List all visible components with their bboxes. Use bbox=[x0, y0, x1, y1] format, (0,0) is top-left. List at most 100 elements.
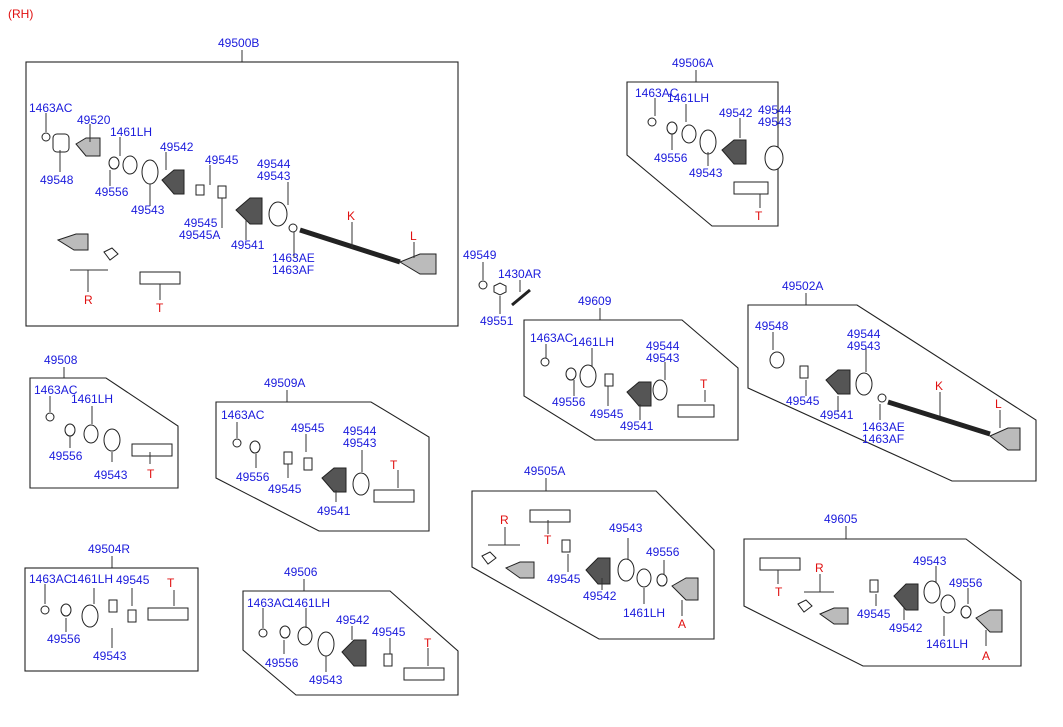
part-number-label[interactable]: 49543 bbox=[913, 554, 947, 568]
part-number-label[interactable]: 49545 bbox=[291, 421, 325, 435]
reference-letter[interactable]: T bbox=[156, 301, 164, 315]
part-number-label[interactable]: 49543 bbox=[93, 649, 127, 663]
part-number-label[interactable]: 49520 bbox=[77, 113, 111, 127]
part-number-label[interactable]: 1463AE bbox=[862, 420, 905, 434]
part-number-label[interactable]: 49543 bbox=[257, 169, 291, 183]
reference-letter[interactable]: T bbox=[167, 576, 175, 590]
part-number-label[interactable]: 1461LH bbox=[71, 572, 113, 586]
reference-letter[interactable]: A bbox=[678, 617, 686, 631]
part-number-label[interactable]: 49556 bbox=[552, 395, 586, 409]
part-number-label[interactable]: 49545 bbox=[590, 407, 624, 421]
part-number-label[interactable]: 49545 bbox=[116, 573, 150, 587]
part-number-label[interactable]: 49545 bbox=[205, 153, 239, 167]
part-number-label[interactable]: 49541 bbox=[231, 238, 265, 252]
part-number-label[interactable]: 49542 bbox=[583, 589, 617, 603]
part-number-label[interactable]: 1463AC bbox=[221, 408, 265, 422]
part-number-label[interactable]: 49542 bbox=[719, 106, 753, 120]
part-number-label[interactable]: 49543 bbox=[609, 521, 643, 535]
group-title[interactable]: 49504R bbox=[88, 542, 130, 556]
group-title[interactable]: 49505A bbox=[524, 464, 565, 478]
part-number-label[interactable]: 49542 bbox=[336, 613, 370, 627]
part-number-label[interactable]: 49543 bbox=[689, 166, 723, 180]
group-title[interactable]: 49506A bbox=[672, 56, 713, 70]
reference-letter[interactable]: T bbox=[147, 467, 155, 481]
part-number-label[interactable]: 49556 bbox=[49, 449, 83, 463]
reference-letter[interactable]: A bbox=[982, 649, 990, 663]
part-number-label[interactable]: 49545 bbox=[857, 607, 891, 621]
part-number-label[interactable]: 49542 bbox=[160, 140, 194, 154]
part-number-label[interactable]: 49548 bbox=[755, 319, 789, 333]
reference-letter[interactable]: L bbox=[410, 229, 417, 243]
part-number-label[interactable]: 49544 bbox=[257, 157, 291, 171]
reference-letter[interactable]: L bbox=[995, 397, 1002, 411]
part-number-label[interactable]: 1463AC bbox=[247, 596, 291, 610]
reference-letter[interactable]: R bbox=[500, 513, 509, 527]
part-number-label[interactable]: 1461LH bbox=[926, 637, 968, 651]
part-number-label[interactable]: 49551 bbox=[480, 314, 514, 328]
reference-letter[interactable]: K bbox=[935, 379, 943, 393]
part-number-label[interactable]: 49543 bbox=[309, 673, 343, 687]
group-title[interactable]: 49506 bbox=[284, 565, 318, 579]
part-number-label[interactable]: 49556 bbox=[949, 576, 983, 590]
part-number-label[interactable]: 49545 bbox=[372, 625, 406, 639]
part-number-label[interactable]: 49548 bbox=[40, 173, 74, 187]
part-number-label[interactable]: 1463AC bbox=[29, 572, 73, 586]
group-title[interactable]: 49508 bbox=[44, 353, 78, 367]
reference-letter[interactable]: T bbox=[700, 377, 708, 391]
part-number-label[interactable]: 49543 bbox=[758, 115, 792, 129]
part-number-label[interactable]: 49544 bbox=[758, 103, 792, 117]
reference-letter[interactable]: T bbox=[424, 636, 432, 650]
group-title[interactable]: 49509A bbox=[264, 376, 305, 390]
part-number-label[interactable]: 49549 bbox=[463, 248, 497, 262]
part-number-label[interactable]: 1463AC bbox=[530, 331, 574, 345]
part-number-label[interactable]: 49543 bbox=[131, 203, 165, 217]
part-number-label[interactable]: 49541 bbox=[620, 419, 654, 433]
part-number-label[interactable]: 49544 bbox=[646, 339, 680, 353]
part-number-label[interactable]: 1461LH bbox=[110, 125, 152, 139]
part-number-label[interactable]: 1461LH bbox=[623, 606, 665, 620]
reference-letter[interactable]: T bbox=[755, 209, 763, 223]
part-number-label[interactable]: 1461LH bbox=[667, 91, 709, 105]
group-title[interactable]: 49500B bbox=[218, 36, 259, 50]
part-number-label[interactable]: 49541 bbox=[820, 408, 854, 422]
part-number-label[interactable]: 1463AC bbox=[29, 101, 73, 115]
part-number-label[interactable]: 49556 bbox=[236, 470, 270, 484]
reference-letter[interactable]: R bbox=[84, 293, 93, 307]
part-number-label[interactable]: 1463AC bbox=[34, 383, 78, 397]
part-number-label[interactable]: 49543 bbox=[847, 339, 881, 353]
group-title[interactable]: 49609 bbox=[578, 294, 612, 308]
part-number-label[interactable]: 1463AF bbox=[862, 432, 904, 446]
part-number-label[interactable]: 49545 bbox=[268, 482, 302, 496]
part-number-label[interactable]: 49545 bbox=[786, 394, 820, 408]
part-number-label[interactable]: 1461LH bbox=[71, 392, 113, 406]
part-number-label[interactable]: 49545A bbox=[179, 228, 220, 242]
group-title[interactable]: 49502A bbox=[782, 279, 823, 293]
part-number-label[interactable]: 49556 bbox=[646, 545, 680, 559]
group-title[interactable]: 49605 bbox=[824, 512, 858, 526]
part-number-label[interactable]: 1461LH bbox=[288, 596, 330, 610]
part-number-label[interactable]: 49545 bbox=[184, 216, 218, 230]
part-number-label[interactable]: 49544 bbox=[847, 327, 881, 341]
part-number-label[interactable]: 1463AF bbox=[272, 263, 314, 277]
part-number-label[interactable]: 1463AE bbox=[272, 251, 315, 265]
part-number-label[interactable]: 49556 bbox=[265, 656, 299, 670]
part-number-label[interactable]: 49544 bbox=[343, 424, 377, 438]
part-number-label[interactable]: 49543 bbox=[94, 468, 128, 482]
part-number-label[interactable]: 49556 bbox=[47, 632, 81, 646]
part-number-label[interactable]: 1461LH bbox=[572, 335, 614, 349]
part-number-label[interactable]: 49545 bbox=[547, 572, 581, 586]
part-number-label[interactable]: 49556 bbox=[654, 151, 688, 165]
reference-letter[interactable]: T bbox=[544, 533, 552, 547]
part-number-label[interactable]: 49543 bbox=[343, 436, 377, 450]
part-number-label[interactable]: 49542 bbox=[889, 621, 923, 635]
reference-letter[interactable]: K bbox=[347, 209, 355, 223]
reference-letter[interactable]: T bbox=[390, 458, 398, 472]
reference-letter[interactable]: R bbox=[815, 561, 824, 575]
reference-letter[interactable]: T bbox=[775, 585, 783, 599]
part-number-label[interactable]: 1463AC bbox=[635, 86, 679, 100]
leader-lines bbox=[772, 332, 1001, 428]
part-number-label[interactable]: 49543 bbox=[646, 351, 680, 365]
part-number-label[interactable]: 1430AR bbox=[498, 267, 542, 281]
part-number-label[interactable]: 49541 bbox=[317, 504, 351, 518]
part-number-label[interactable]: 49556 bbox=[95, 185, 129, 199]
